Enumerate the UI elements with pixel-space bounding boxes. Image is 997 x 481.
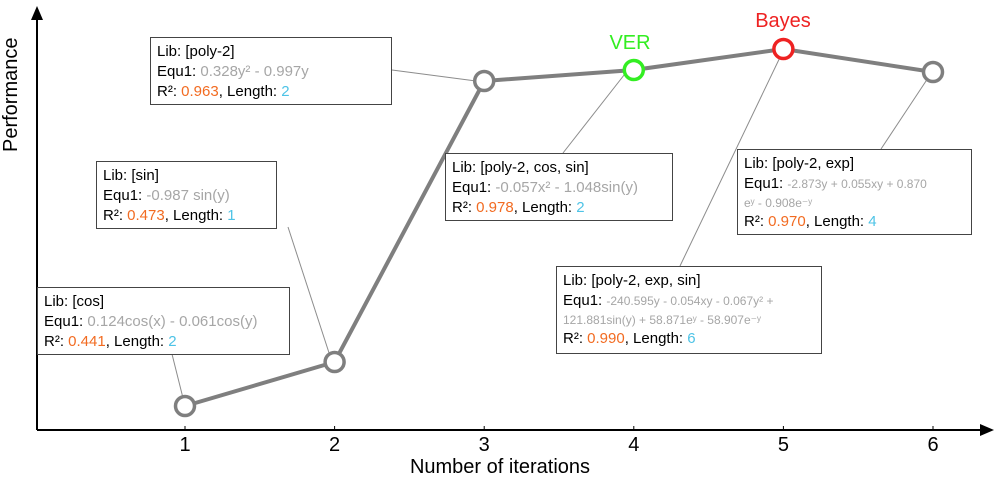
annotation-equ-label: Equ1:: [103, 187, 143, 204]
annotation-r2-value: 0.970: [768, 213, 806, 230]
bayes-label: Bayes: [755, 10, 811, 32]
annotation-length-value: 6: [687, 330, 696, 347]
annotation-r2-value: 0.473: [127, 207, 165, 224]
annotation-lib: Lib: [poly-2, exp, sin]: [563, 272, 701, 289]
annotation-lib: Lib: [cos]: [44, 293, 105, 310]
annotation-equation: -240.595y - 0.054xy - 0.067y² +: [606, 294, 774, 308]
annotation-equ-label: Equ1:: [452, 179, 492, 196]
annotation-length-label: , Length:: [164, 207, 224, 224]
annotation-equation: -0.057x² - 1.048sin(y): [495, 179, 638, 196]
leader-line-iter-5: [679, 48, 785, 267]
x-axis-arrow: [980, 424, 994, 436]
annotation-r2-label: R²:: [157, 83, 177, 100]
data-point-iter-5: [772, 37, 795, 61]
x-tick-label-3: 3: [478, 434, 490, 456]
annotation-r2-value: 0.441: [68, 333, 106, 350]
annotation-equ-label: Equ1:: [563, 292, 603, 309]
annotation-length-label: , Length:: [805, 213, 865, 230]
annotation-length-value: 4: [868, 213, 877, 230]
annotation-equation: -2.873y + 0.055xy + 0.870: [787, 177, 927, 191]
leader-line-iter-2: [287, 226, 333, 363]
annotation-r2-label: R²:: [744, 213, 764, 230]
annotation-iter-2: Lib: [sin] Equ1: -0.987 sin(y) R²: 0.473…: [96, 161, 277, 229]
annotation-r2-label: R²:: [563, 330, 583, 347]
annotation-length-value: 2: [168, 333, 177, 350]
annotation-length-value: 2: [281, 83, 290, 100]
annotation-lib: Lib: [sin]: [103, 167, 159, 184]
annotation-length-label: , Length:: [624, 330, 684, 347]
annotation-r2-label: R²:: [103, 207, 123, 224]
leader-lines: [171, 48, 933, 407]
ver-label: VER: [609, 32, 651, 54]
annotation-r2-value: 0.978: [476, 199, 514, 216]
annotation-equ-label: Equ1:: [44, 313, 84, 330]
annotation-equ-label: Equ1:: [744, 175, 784, 192]
annotation-length-value: 1: [227, 207, 236, 224]
annotation-iter-5: Lib: [poly-2, exp, sin] Equ1: -240.595y …: [556, 266, 822, 354]
x-tick-label-2: 2: [329, 434, 341, 456]
annotation-r2-label: R²:: [452, 199, 472, 216]
y-axis-arrow: [31, 6, 43, 20]
y-axis-title: Performance: [0, 37, 22, 153]
data-points: [173, 37, 945, 418]
data-point-iter-3: [472, 69, 496, 93]
x-tick-label-5: 5: [777, 434, 789, 456]
annotation-length-label: , Length:: [513, 199, 573, 216]
annotation-lib: Lib: [poly-2]: [157, 43, 235, 60]
x-tick-label-6: 6: [927, 434, 939, 456]
annotation-equation: 0.124cos(x) - 0.061cos(y): [87, 313, 258, 330]
x-axis-title: Number of iterations: [409, 456, 591, 478]
data-point-iter-6: [921, 60, 945, 84]
annotation-lib: Lib: [poly-2, cos, sin]: [452, 159, 589, 176]
data-point-iter-2: [323, 350, 346, 374]
annotation-r2-label: R²:: [44, 333, 64, 350]
annotation-iter-4: Lib: [poly-2, cos, sin] Equ1: -0.057x² -…: [445, 153, 673, 221]
annotation-lib: Lib: [poly-2, exp]: [744, 155, 855, 172]
annotation-iter-6: Lib: [poly-2, exp] Equ1: -2.873y + 0.055…: [737, 149, 972, 235]
x-tick-label-4: 4: [628, 434, 640, 456]
x-tick-label-1: 1: [179, 434, 191, 456]
data-point-iter-1: [173, 394, 197, 418]
annotation-length-value: 2: [576, 199, 585, 216]
annotation-r2-value: 0.990: [587, 330, 625, 347]
annotation-equation-cont: 121.881sin(y) + 58.871eʸ - 58.907e⁻ʸ: [563, 313, 761, 327]
annotation-equ-label: Equ1:: [157, 63, 197, 80]
data-point-iter-4: [622, 58, 646, 82]
series-line: [184, 46, 934, 408]
annotation-equation: -0.987 sin(y): [146, 187, 230, 204]
leader-line-iter-6: [880, 71, 933, 150]
annotation-equation-cont: eʸ - 0.908e⁻ʸ: [744, 196, 813, 210]
x-ticks: [184, 426, 934, 430]
leader-line-iter-4: [562, 69, 629, 154]
annotation-length-label: , Length:: [105, 333, 165, 350]
leader-line-iter-3: [391, 69, 477, 82]
annotation-iter-3: Lib: [poly-2] Equ1: 0.328y² - 0.997y R²:…: [150, 37, 392, 105]
annotation-length-label: , Length:: [218, 83, 278, 100]
annotation-equation: 0.328y² - 0.997y: [200, 63, 309, 80]
annotation-r2-value: 0.963: [181, 83, 219, 100]
annotation-iter-1: Lib: [cos] Equ1: 0.124cos(x) - 0.061cos(…: [37, 287, 290, 355]
